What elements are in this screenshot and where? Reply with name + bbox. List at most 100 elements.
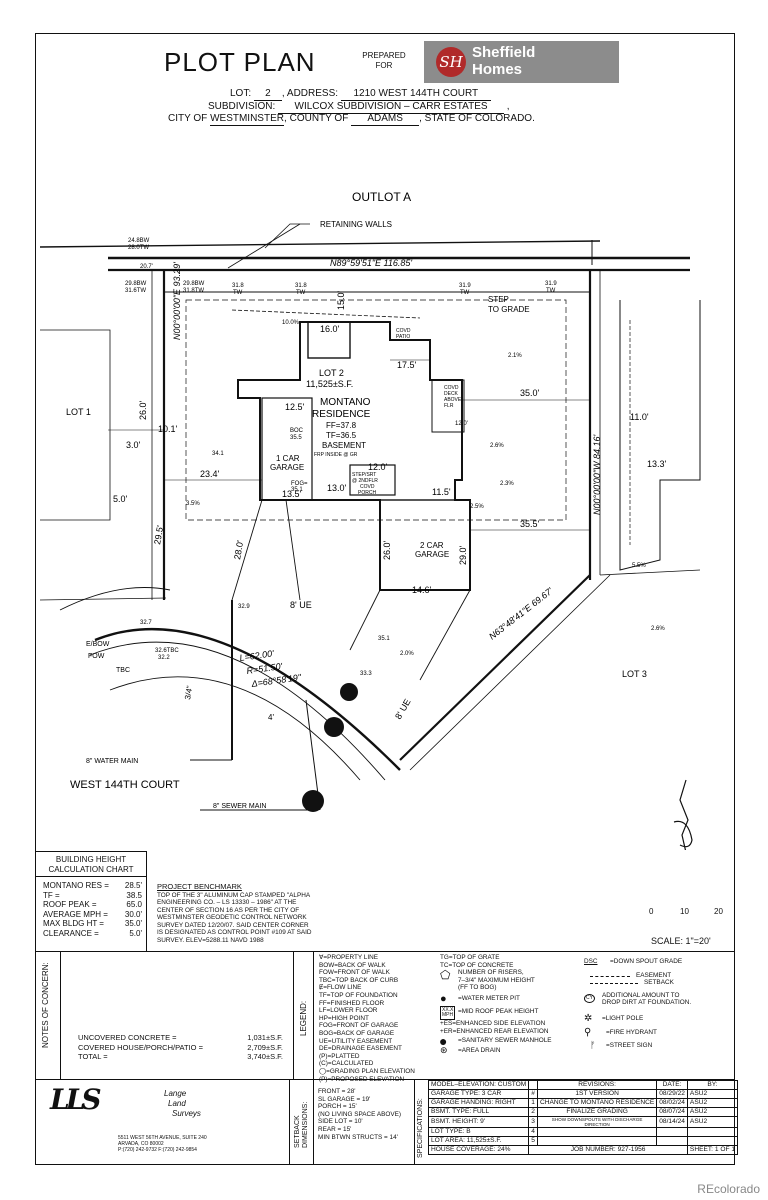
curve-delta: Δ=68°58'19" bbox=[250, 672, 303, 689]
misc-7: 4' bbox=[268, 713, 274, 722]
elev-19: 35.1 bbox=[378, 636, 390, 642]
elev-12: TW bbox=[460, 290, 470, 296]
bow-label: E/BOW bbox=[86, 641, 110, 648]
misc-13: 5.5% bbox=[632, 563, 646, 569]
step-to-grade-1: STEP bbox=[488, 295, 509, 304]
risers-icon: ⬠ bbox=[440, 968, 451, 983]
elev-1: 24.8BW bbox=[128, 238, 150, 244]
elev-5: 29.8BW bbox=[183, 281, 205, 287]
elev-18: 34.1 bbox=[212, 451, 224, 457]
area-drain-icon: ⊛ bbox=[440, 1044, 448, 1055]
misc-8: 2.0% bbox=[400, 651, 414, 657]
porch-4: PORCH bbox=[358, 490, 376, 496]
scale-text: SCALE: 1"=20' bbox=[651, 936, 711, 946]
misc-16: 3.5% bbox=[186, 501, 200, 507]
garage1-label-2: GARAGE bbox=[270, 463, 304, 472]
retaining-walls-label: RETAINING WALLS bbox=[320, 220, 392, 229]
dim-3: 3.0' bbox=[126, 440, 141, 450]
east-bearing: N00°00'00"W 84.16' bbox=[592, 434, 602, 515]
project-benchmark: PROJECT BENCHMARK TOP OF THE 3" ALUMINUM… bbox=[157, 882, 312, 945]
lot1-label: LOT 1 bbox=[66, 407, 91, 417]
elev-14: TW bbox=[546, 288, 556, 294]
north-bearing: N89°59'51"E 116.85' bbox=[330, 258, 412, 268]
legend-heading: LEGEND: bbox=[299, 1000, 308, 1036]
dim-17-5: 17.5' bbox=[397, 360, 417, 370]
misc-11: 2.6% bbox=[490, 443, 504, 449]
misc-9: 2.5% bbox=[470, 504, 484, 510]
dim-side-setback: 35.5' bbox=[520, 519, 540, 529]
residence-frp: FRP INSIDE @ GR bbox=[314, 452, 358, 458]
elev-3: 29.8BW bbox=[125, 281, 147, 287]
dim-10-1: 10.1' bbox=[158, 424, 178, 434]
porch-1: STEP/SRT bbox=[352, 472, 376, 478]
surveyor-logo-icon: LLS bbox=[50, 1083, 102, 1116]
step-to-grade-2: TO GRADE bbox=[488, 305, 530, 314]
lot-address-line: LOT: 2, ADDRESS: 1210 WEST 144TH COURT bbox=[230, 88, 491, 101]
legend-col-2: TG=TOP OF GRATE TC=TOP OF CONCRETE ⬠ NUM… bbox=[439, 954, 552, 1055]
west-bearing: N00°00'00"E 93.29' bbox=[172, 262, 182, 340]
dim-14-6: 14.6' bbox=[412, 585, 432, 595]
dim-13-3: 13.3' bbox=[647, 459, 667, 469]
setback-line-icon bbox=[590, 983, 638, 985]
residence-tf: TF=36.5 bbox=[326, 431, 357, 440]
city-county-line: CITY OF WESTMINSTER, COUNTY OF ADAMS, ST… bbox=[168, 113, 535, 126]
dim-29-5: 29.5' bbox=[152, 524, 165, 545]
porch-2: @ 2NDFLR bbox=[352, 478, 378, 484]
downspout-icon: DSC bbox=[584, 958, 598, 965]
water-meter-icon: ● bbox=[440, 992, 447, 1005]
dim-rear-setback: 35.0' bbox=[520, 388, 540, 398]
dim-29: 29.0' bbox=[458, 545, 468, 565]
bh-row: MAX BLDG HT =35.0' bbox=[43, 919, 142, 928]
easement-line-icon bbox=[590, 975, 630, 977]
divider bbox=[36, 951, 734, 952]
dim-11: 11.0' bbox=[630, 412, 649, 422]
scale-tick-20: 20 bbox=[714, 907, 723, 916]
dim-26: 26.0' bbox=[382, 540, 392, 560]
divider bbox=[60, 951, 61, 1079]
street-label: WEST 144TH COURT bbox=[70, 779, 180, 791]
utility-easement-2: 8' UE bbox=[393, 697, 413, 721]
residence-label: RESIDENCE bbox=[312, 409, 371, 420]
misc-12: 2.3% bbox=[500, 481, 514, 487]
tbc-label: TBC bbox=[116, 667, 130, 674]
misc-1: 12.0' bbox=[455, 421, 468, 427]
dim-20-7: 20.7' bbox=[140, 264, 153, 270]
bh-row: AVERAGE MPH =30.0' bbox=[43, 909, 142, 919]
porch-3: COVD bbox=[360, 484, 375, 490]
garage2-label-2: GARAGE bbox=[415, 550, 449, 559]
elev-9: 31.8 bbox=[295, 283, 307, 289]
light-pole-icon: ✲ bbox=[584, 1012, 593, 1024]
residence-name: MONTANO bbox=[320, 397, 371, 408]
lot3-label: LOT 3 bbox=[622, 669, 647, 679]
misc-2: BOC bbox=[290, 428, 304, 434]
outlot-label: OUTLOT A bbox=[352, 190, 411, 204]
elev-11: 31.9 bbox=[459, 283, 471, 289]
setback-dimensions: FRONT = 28'SL GARAGE = 19'PORCH = 15'(NO… bbox=[318, 1088, 401, 1141]
dim-5: 5.0' bbox=[113, 494, 128, 504]
elev-10: TW bbox=[296, 290, 306, 296]
lot-number: LOT 2 bbox=[319, 368, 344, 378]
elev-8: TW bbox=[233, 290, 243, 296]
elev-4: 31.6TW bbox=[125, 288, 146, 294]
north-arrow-icon bbox=[673, 779, 693, 850]
manhole-icon: ● bbox=[439, 1033, 448, 1050]
deck-1: COVD bbox=[444, 385, 459, 391]
residence-basement: BASEMENT bbox=[322, 441, 366, 450]
bh-row: CLEARANCE =5.0' bbox=[43, 928, 142, 938]
bh-row: ROOF PEAK =65.0 bbox=[43, 900, 142, 909]
subdivision-line: SUBDIVISION: WILCOX SUBDIVISION – CARR E… bbox=[208, 101, 510, 114]
se-bearing: N63°48'41"E 69.67' bbox=[487, 586, 555, 642]
utility-easement-1: 8' UE bbox=[290, 600, 312, 610]
divider bbox=[293, 951, 294, 1079]
drop-dirt-icon: CY bbox=[584, 993, 595, 1003]
water-main-label: 8" WATER MAIN bbox=[86, 758, 138, 765]
sewer-main-label: 8" SEWER MAIN bbox=[213, 803, 266, 810]
builder-logo-mark: SH bbox=[436, 47, 466, 77]
